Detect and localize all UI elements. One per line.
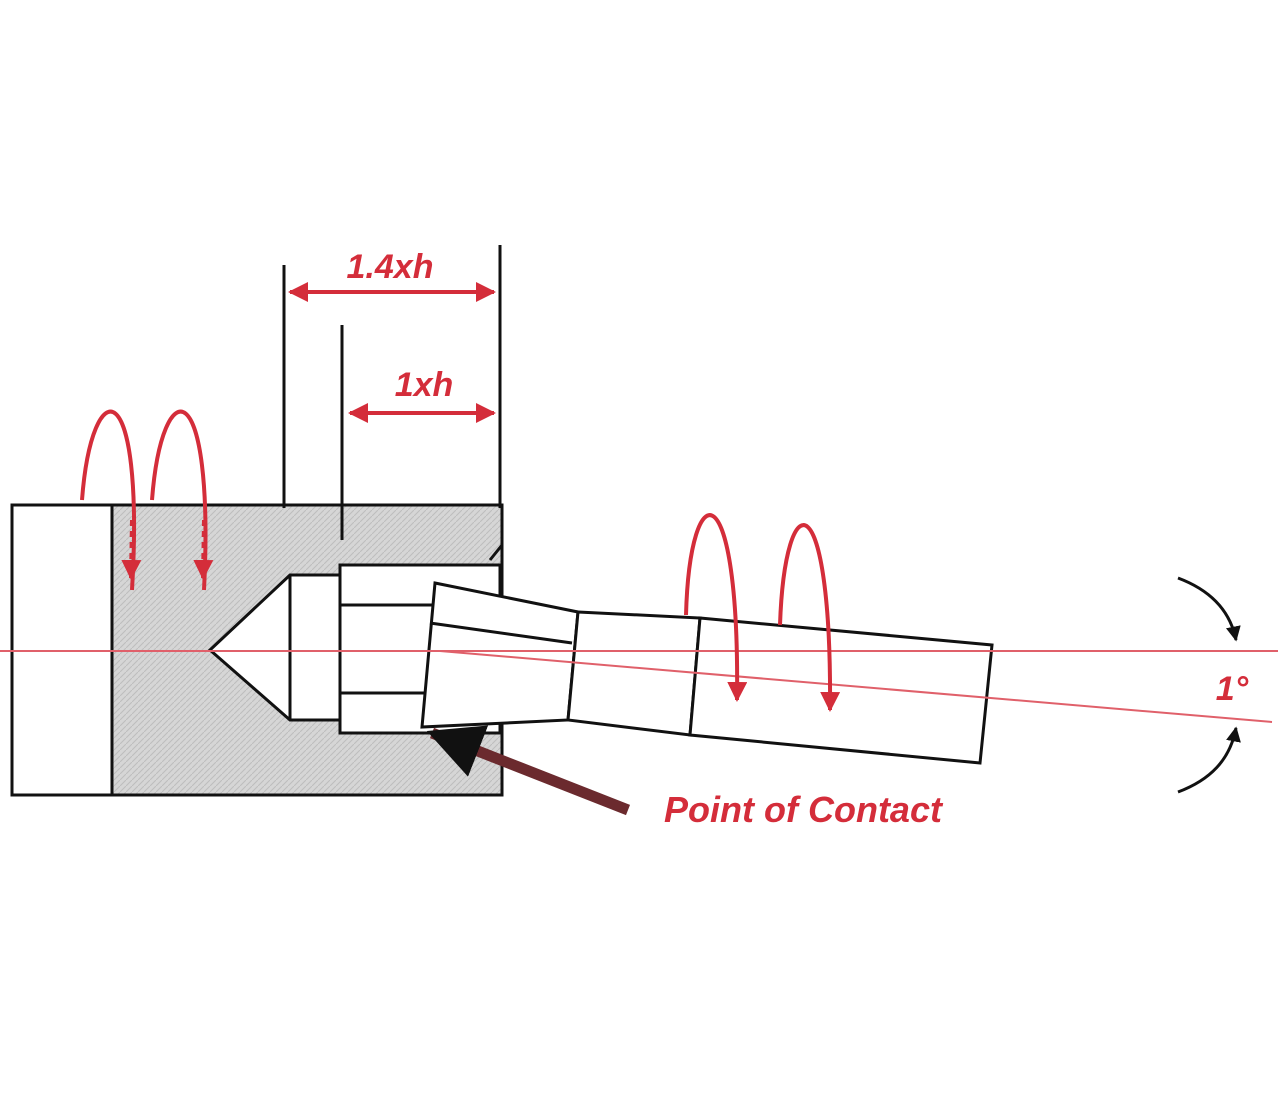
rotation-arrow-block-2 [150, 409, 208, 591]
block-chamfer [488, 544, 504, 561]
rotation-arrow-shank-2 [778, 523, 841, 712]
fastener-taper-head [420, 581, 580, 729]
rotation-arrow-shank-1 [684, 513, 748, 702]
contact-pointer-arrow [426, 725, 631, 816]
fastener-center-line [439, 650, 1273, 723]
angle-bracket-top [1177, 576, 1241, 642]
label-1-4xh: 1.4xh [347, 248, 434, 286]
tilted-fastener [420, 581, 994, 765]
rotation-arrow-block-2-dash [193, 519, 214, 580]
fastener-neck [566, 610, 702, 737]
fastener-shank [688, 616, 994, 765]
angle-bracket-bottom [1177, 726, 1241, 794]
label-angle: 1° [1216, 670, 1249, 708]
fastener-taper-band [429, 621, 573, 645]
label-1xh: 1xh [395, 366, 454, 404]
label-point-of-contact: Point of Contact [664, 789, 944, 830]
rotation-arrow-block-1 [80, 409, 137, 591]
rotation-arrow-block-1-dash [121, 519, 142, 580]
